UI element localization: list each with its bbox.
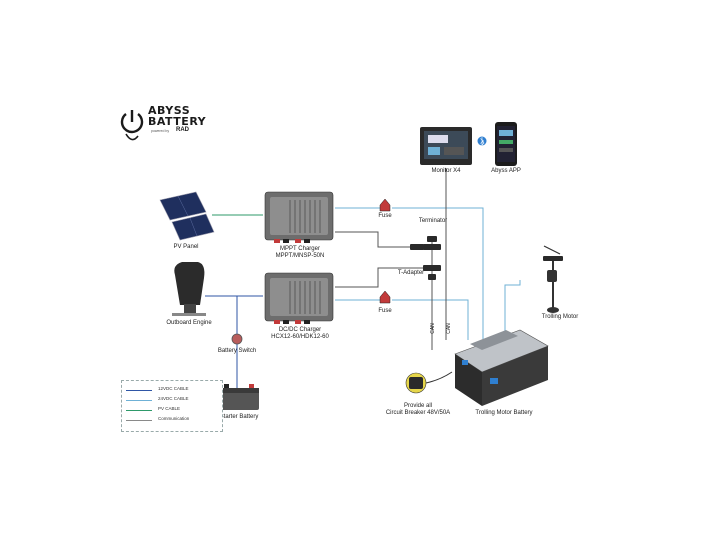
label-mppt-line1: MPPT Charger	[280, 246, 320, 252]
label-trolling-motor: Trolling Motor	[541, 314, 579, 320]
fuse-top	[379, 198, 391, 212]
abyss-logo: ABYSS BATTERY powered by RAD	[118, 104, 218, 154]
circuit-breaker	[405, 371, 453, 394]
legend-item: Communication	[126, 416, 220, 424]
abyss-app-phone	[495, 122, 517, 166]
label-fuse-bottom: Fuse	[378, 308, 392, 314]
label-dcdc-line2: HCX12-60/HDK12-60	[271, 334, 329, 340]
t-adapter	[423, 244, 441, 280]
label-t-adapter: T-Adapter	[397, 270, 425, 276]
legend-line-comm	[126, 420, 152, 421]
legend-label: PV CABLE	[158, 406, 181, 411]
label-outboard: Outboard Engine	[166, 320, 212, 326]
label-pv-panel: PV Panel	[173, 244, 199, 250]
label-terminator: Terminator	[418, 218, 448, 224]
legend-line-12v	[126, 390, 152, 391]
label-monitor: Monitor X4	[431, 168, 461, 174]
legend-label: 24VDC CABLE	[158, 396, 189, 401]
logo-line2: BATTERY	[148, 115, 207, 128]
logo-brand: RAD	[176, 127, 189, 133]
outboard-engine	[172, 262, 206, 316]
legend-line-pv	[126, 410, 152, 411]
legend-label: 12VDC CABLE	[158, 386, 189, 391]
trolling-motor	[543, 245, 563, 313]
label-fuse-top: Fuse	[378, 213, 392, 219]
fuse-bottom	[379, 290, 391, 304]
label-battery-switch: Battery Switch	[217, 348, 257, 354]
label-can-2: CAN	[445, 323, 452, 334]
label-app: Abyss APP	[491, 168, 521, 174]
label-breaker-line1: Provide all	[403, 403, 433, 409]
legend-label: Communication	[158, 416, 190, 421]
dcdc-output-cable	[335, 299, 469, 340]
pv-panel	[159, 191, 215, 241]
logo-power-icon	[120, 110, 144, 141]
legend-line-24v	[126, 400, 152, 401]
wires	[205, 168, 521, 388]
bluetooth-icon	[477, 136, 487, 146]
logo-tagline: powered by	[151, 129, 170, 133]
label-starter-battery: Starter Battery	[219, 414, 259, 420]
trolling-motor-cable	[504, 280, 521, 340]
starter-battery	[219, 384, 259, 410]
label-breaker-line2: Circuit Breaker 48V/50A	[385, 410, 451, 416]
terminator	[410, 236, 437, 250]
mppt-output-cable	[335, 207, 484, 340]
label-mppt-line2: MPPT/MNSP-50N	[275, 253, 325, 259]
legend-item: 12VDC CABLE	[126, 386, 220, 394]
trolling-motor-battery	[454, 329, 549, 406]
label-trolling-battery: Trolling Motor Battery	[475, 410, 533, 416]
label-can-1: CAN	[429, 323, 436, 334]
comm-mppt	[335, 231, 425, 248]
dcdc-charger	[264, 272, 334, 324]
comm-dcdc	[335, 267, 425, 288]
legend-item: 24VDC CABLE	[126, 396, 220, 404]
legend-item: PV CABLE	[126, 406, 220, 414]
legend: 12VDC CABLE 24VDC CABLE PV CABLE Communi…	[121, 380, 223, 432]
logo-line1: ABYSS	[148, 104, 191, 117]
mppt-charger	[264, 191, 334, 243]
monitor-x4	[420, 127, 472, 165]
label-dcdc-line1: DC/DC Charger	[278, 327, 322, 333]
battery-switch[interactable]	[231, 333, 243, 345]
